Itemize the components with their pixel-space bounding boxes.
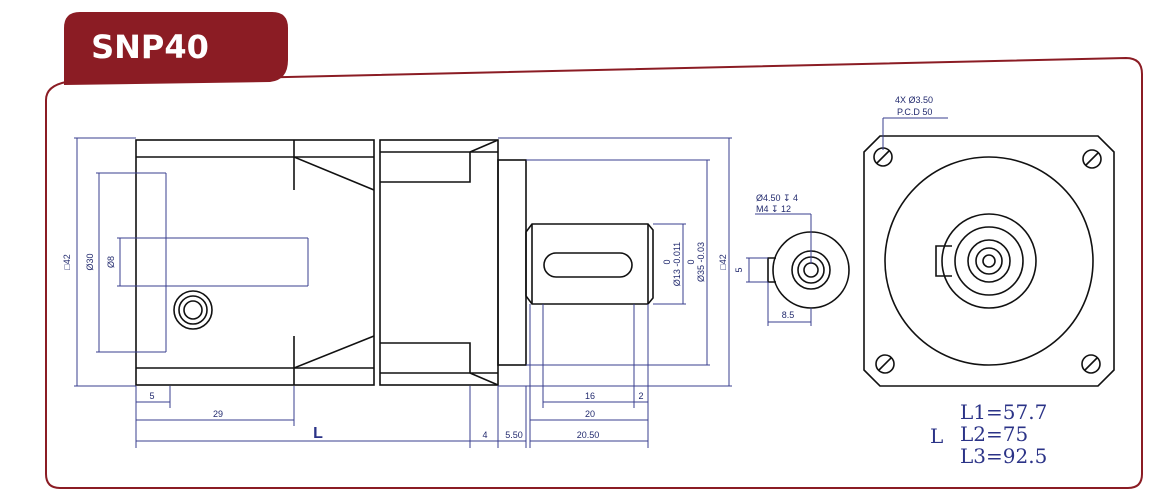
input-port [173,290,213,330]
dim-shaft-13: Ø13 -0.011 [672,242,682,286]
dim-center-hole: Ø4.50 ↧ 4 [756,193,798,203]
length-l2: L2=75 [960,422,1028,446]
shaft-end-dimensions [746,213,812,326]
dim-key-depth: 8.5 [782,310,795,320]
dim-20-50: 20.50 [577,430,600,440]
dim-16: 16 [585,391,595,401]
side-dimensions [74,137,732,448]
input-housing [135,139,375,386]
dim-pilot-30: Ø30 [85,253,95,270]
mounting-hole-tl [873,147,893,167]
length-label: L [930,424,943,448]
output-housing [379,139,499,386]
dim-29: 29 [213,409,223,419]
front-view [863,135,1115,387]
model-title: SNP40 [91,28,209,66]
dim-20: 20 [585,409,595,419]
front-dimensions [882,117,948,150]
dim-thread: M4 ↧ 12 [756,204,791,214]
dim-5-50: 5.50 [505,430,523,440]
title-tab: SNP40 [64,12,288,85]
output-shaft [525,223,654,305]
length-l3: L3=92.5 [960,444,1047,468]
dim-bore-8: Ø8 [106,256,116,268]
dim-square-42-left: □42 [62,254,72,269]
dim-spigot-tol-zero: 0 [686,259,696,264]
spigot [497,159,527,366]
dim-spigot-35: Ø35 -0.03 [696,242,706,282]
shaft-end-view [767,231,850,309]
dim-length-l: L [313,425,323,442]
dim-mounting-holes: 4X Ø3.50 [895,95,933,105]
frame-border [45,56,1143,489]
dim-2: 2 [638,391,643,401]
front-flange [863,135,1115,387]
dim-shaft-tol-zero: 0 [662,259,672,264]
mounting-hole-br [1081,354,1101,374]
dim-5: 5 [149,391,154,401]
dim-pcd: P.C.D 50 [897,107,932,117]
dim-4: 4 [482,430,487,440]
side-view [135,139,654,386]
mounting-hole-bl [875,354,895,374]
dim-key-height: 5 [734,267,744,272]
dim-square-42-right: □42 [718,254,728,269]
mounting-hole-tr [1082,149,1102,169]
key-slot [543,252,633,278]
length-l1: L1=57.7 [960,400,1047,424]
